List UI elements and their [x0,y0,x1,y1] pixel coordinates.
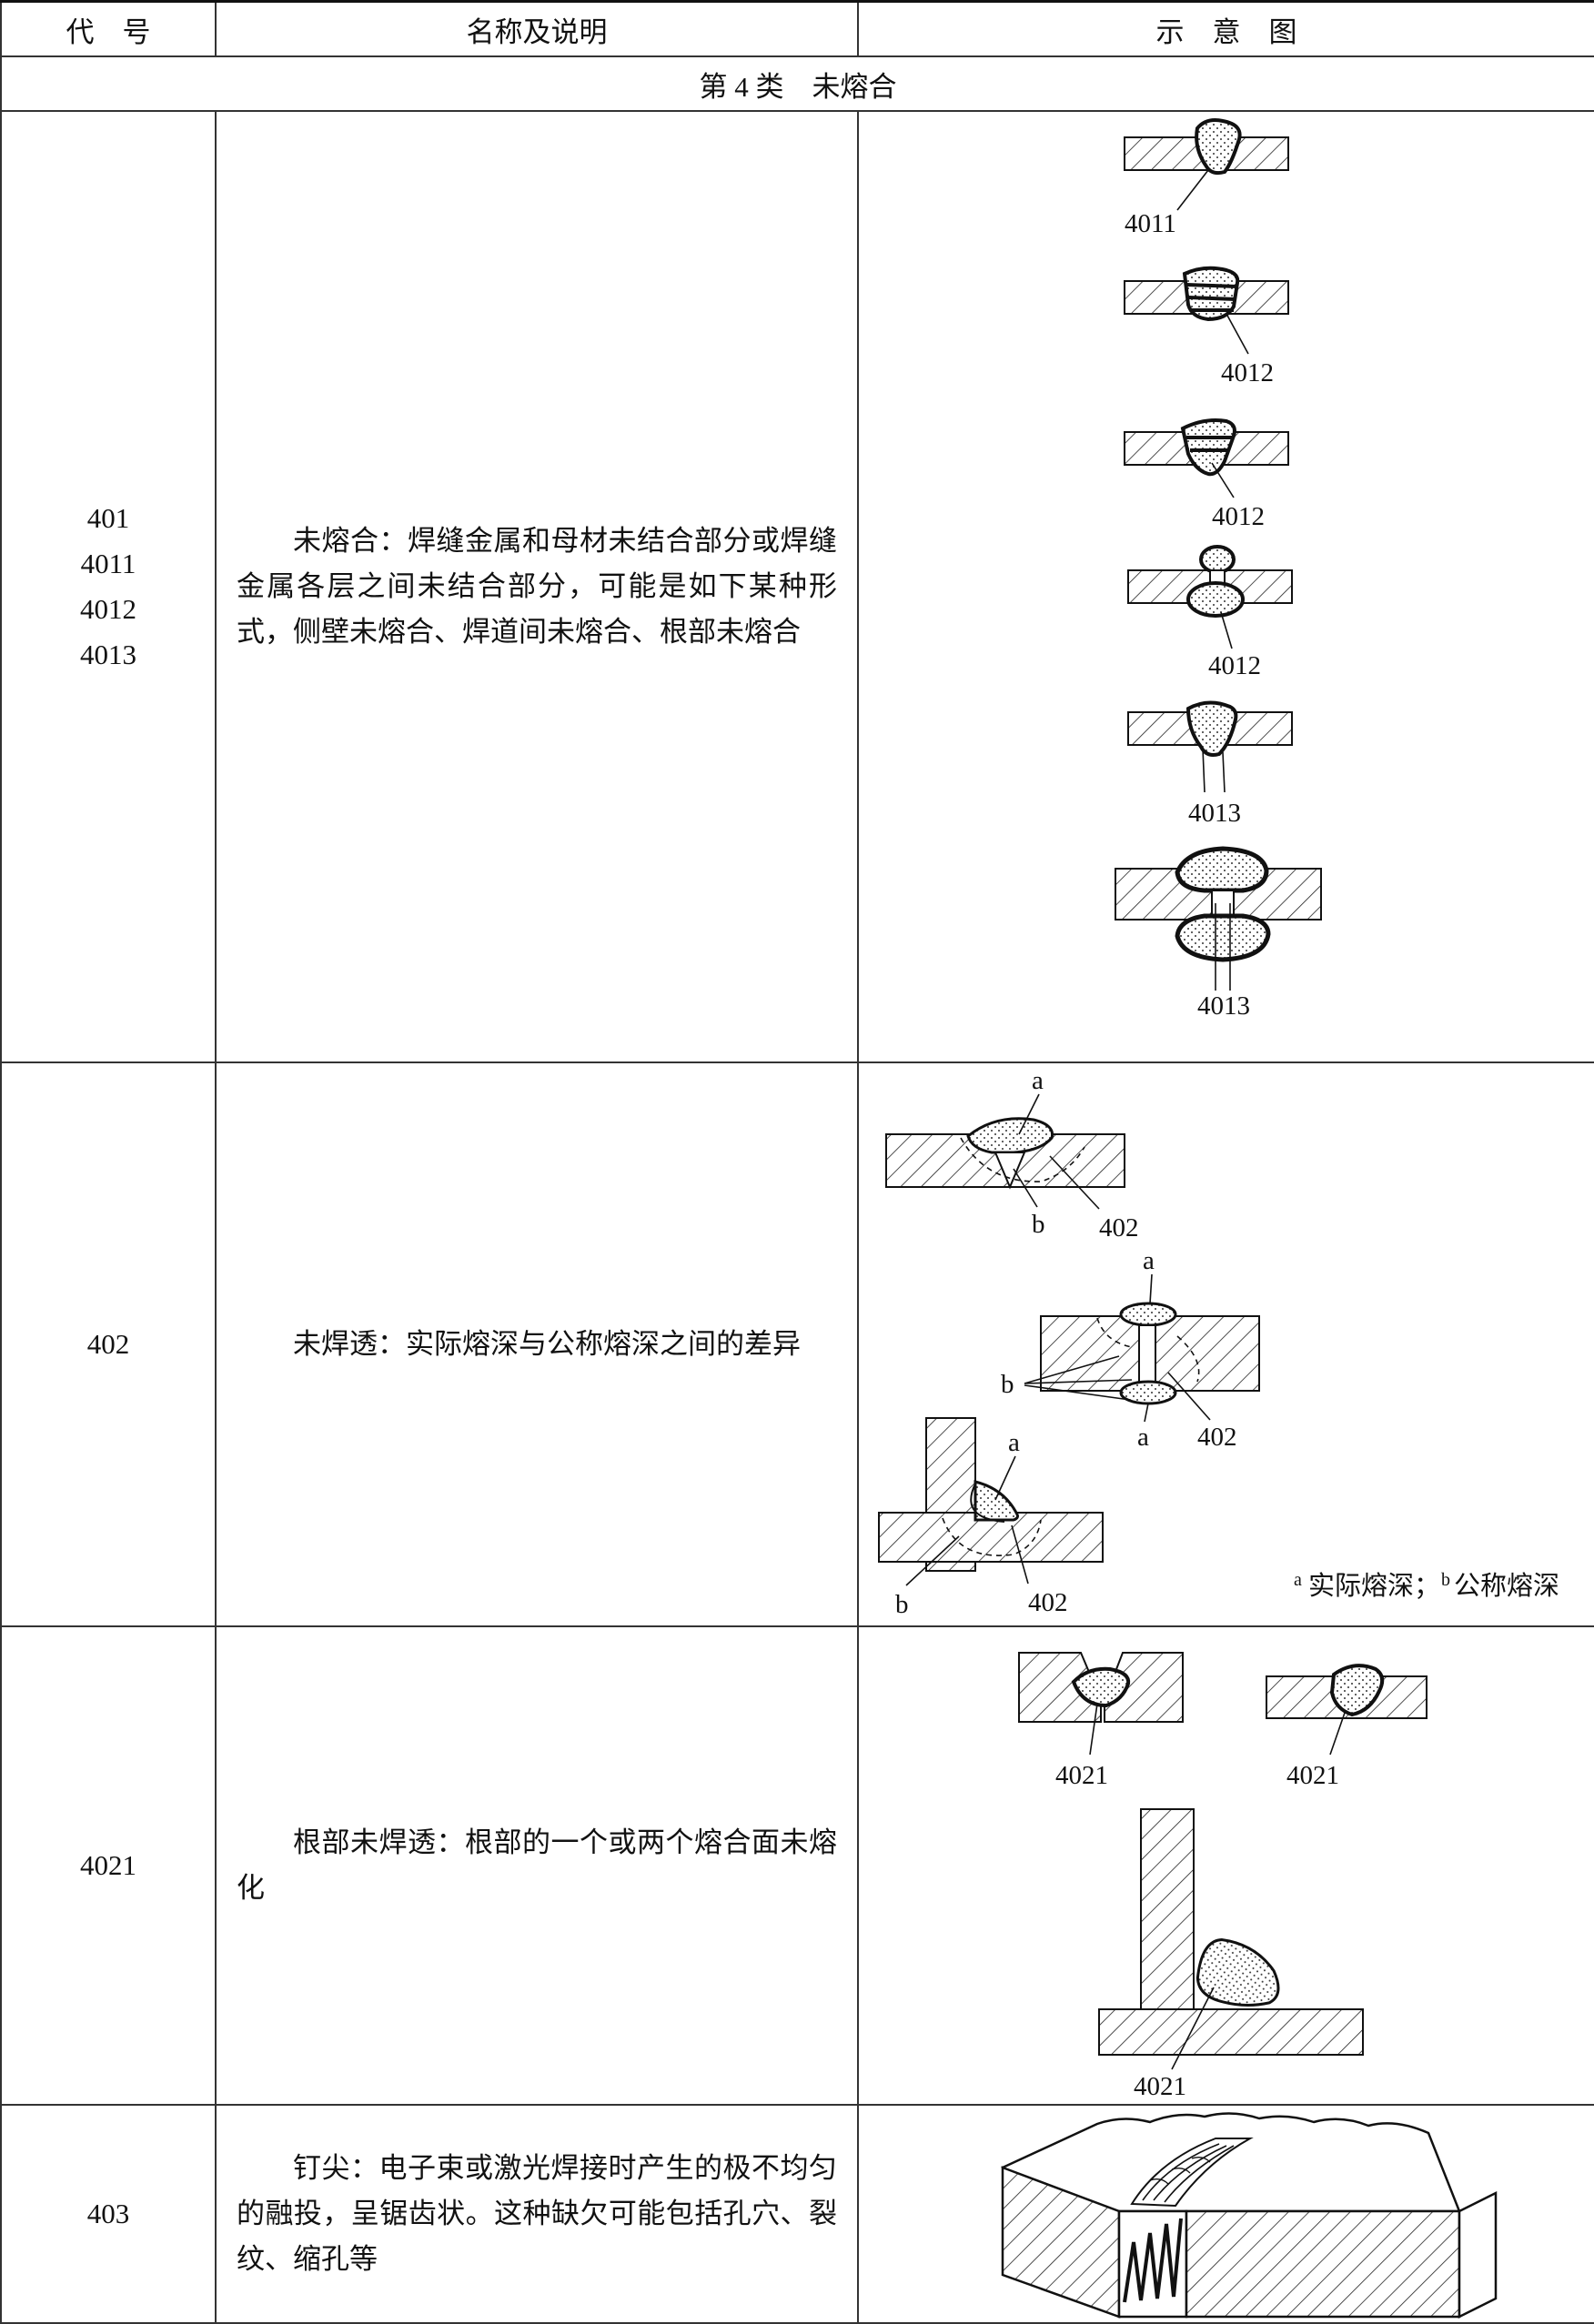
label-4013-a: 4013 [1188,799,1241,828]
label-402-tee-b: b [895,1590,909,1619]
label-402-top-a: a [1032,1066,1044,1095]
code-4011: 4011 [80,548,136,579]
label-402-top-b: b [1032,1210,1045,1239]
diagram-402: a b 402 a [878,1066,1559,1619]
label-4012-b: 4012 [1212,502,1265,531]
desc-cell: 根部未焊透：根部的一个或两个熔合面未熔化 [215,1625,859,2106]
header-name: 名称及说明 [215,0,859,57]
diagram-cell: 4021 4021 4021 [857,1625,1594,2106]
desc-401: 未熔合：焊缝金属和母材未结合部分或焊缝金属各层之间未结合部分，可能是如下某种形式… [237,525,837,648]
label-4021-tee: 4021 [1134,2072,1186,2101]
category-row: 第 4 类 未熔合 [0,55,1594,112]
label-402-mid-b: b [1001,1370,1014,1399]
fig-4021-tee: 4021 [1098,1808,1364,2101]
footnote-a: 实际熔深； [1308,1571,1440,1601]
label-402-mid-code: 402 [1197,1423,1237,1452]
footnote-b: 公称熔深 [1454,1571,1559,1601]
label-4021-butt: 4021 [1286,1761,1339,1790]
desc-402: 未焊透：实际熔深与公称熔深之间的差异 [293,1328,801,1360]
fig-4011: 4011 [1124,118,1289,238]
fig-4012-b: 4012 [1124,418,1289,531]
label-4021-v: 4021 [1055,1761,1108,1790]
code-4021: 4021 [80,1849,136,1881]
diagram-cell [857,2104,1594,2324]
fig-4013-a: 4013 [1127,700,1293,828]
label-4012-c: 4012 [1208,651,1261,680]
desc-403: 钉尖：电子束或激光焊接时产生的极不均匀的融投，呈锯齿状。这种缺欠可能包括孔穴、裂… [237,2152,837,2275]
code-402: 402 [86,1328,130,1360]
fig-4021-v: 4021 [1018,1652,1184,1790]
label-4012-a: 4012 [1221,358,1274,387]
code-cell: 403 [0,2104,217,2324]
footnote-sup-a: a [1294,1570,1302,1590]
footnote-402: a 实际熔深； b 公称熔深 [1294,1570,1559,1601]
category-title: 第 4 类 未熔合 [0,55,1594,112]
code-403: 403 [86,2198,130,2229]
label-402-mid-a-bot: a [1137,1423,1149,1452]
label-4011: 4011 [1125,209,1176,238]
desc-cell: 未熔合：焊缝金属和母材未结合部分或焊缝金属各层之间未结合部分，可能是如下某种形式… [215,110,859,1063]
label-402-tee-code: 402 [1028,1588,1068,1617]
label-402-mid-a-top: a [1143,1246,1155,1275]
diagram-403 [1001,2112,1498,2319]
desc-4021: 根部未焊透：根部的一个或两个熔合面未熔化 [237,1826,837,1904]
header-code: 代 号 [0,0,217,57]
fig-4012-a: 4012 [1124,266,1289,387]
code-4013: 4013 [80,639,136,670]
table-row: 402 未焊透：实际熔深与公称熔深之间的差异 a b 402 [0,1061,1594,1627]
fig-402-tee: a b 402 [878,1417,1104,1619]
fig-4013-b: 4013 [1115,846,1322,1021]
table-header-row: 代 号 名称及说明 示 意 图 [0,0,1594,57]
diagram-4021: 4021 4021 4021 [1018,1652,1428,2101]
table-row: 4021 根部未焊透：根部的一个或两个熔合面未熔化 4021 [0,1625,1594,2106]
table-row: 401 4011 4012 4013 未熔合：焊缝金属和母材未结合部分或焊缝金属… [0,110,1594,1063]
footnote-sup-b: b [1441,1570,1450,1590]
fig-403-spike [1001,2112,1498,2319]
desc-cell: 钉尖：电子束或激光焊接时产生的极不均匀的融投，呈锯齿状。这种缺欠可能包括孔穴、裂… [215,2104,859,2324]
label-4013-b: 4013 [1197,991,1250,1021]
diagram-401: 4011 4012 [1115,118,1322,1021]
fig-4021-butt: 4021 [1266,1664,1428,1790]
diagram-cell: 4011 4012 [857,110,1594,1063]
label-402-tee-a: a [1008,1428,1020,1457]
label-402-top-code: 402 [1099,1213,1139,1242]
header-diagram: 示 意 图 [857,0,1594,57]
fig-402-butt: a b 402 [885,1066,1139,1242]
desc-cell: 未焊透：实际熔深与公称熔深之间的差异 [215,1061,859,1627]
code-401: 401 [86,502,130,534]
table-row: 403 钉尖：电子束或激光焊接时产生的极不均匀的融投，呈锯齿状。这种缺欠可能包括… [0,2104,1594,2324]
code-4012: 4012 [80,593,136,625]
fig-4012-c: 4012 [1127,545,1293,680]
code-cell: 401 4011 4012 4013 [0,110,217,1063]
code-cell: 402 [0,1061,217,1627]
diagram-cell: a b 402 a [857,1061,1594,1627]
code-cell: 4021 [0,1625,217,2106]
fig-402-double: a b a 402 [1001,1246,1260,1452]
